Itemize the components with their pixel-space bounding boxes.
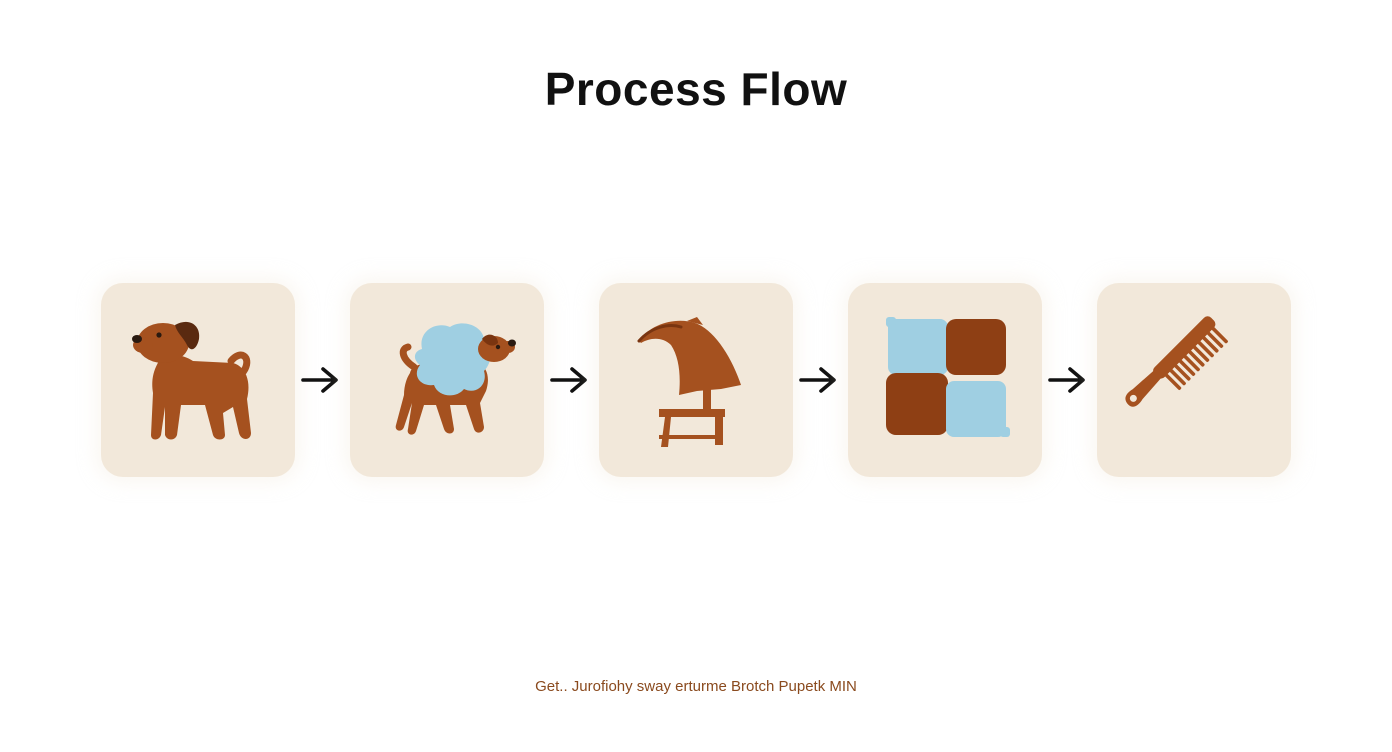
comb-tooth	[1192, 345, 1210, 362]
comb-tooth	[1169, 368, 1186, 386]
arrow-right-icon	[799, 363, 839, 397]
dryer-hood-icon	[637, 317, 741, 447]
comb-tooth	[1211, 326, 1228, 344]
step-5-card	[1097, 283, 1291, 477]
comb-tooth	[1164, 373, 1182, 390]
dog-icon	[132, 321, 251, 440]
comb-tooth	[1187, 349, 1205, 367]
step-3-card	[599, 283, 793, 477]
step-4-card	[848, 283, 1042, 477]
step-1-card	[101, 283, 295, 477]
comb-tooth	[1197, 340, 1214, 358]
arrow-right-icon	[1048, 363, 1088, 397]
arrow-right-icon	[301, 363, 341, 397]
comb-tooth	[1206, 331, 1224, 348]
dog-with-suds-icon	[395, 323, 516, 435]
comb-tooth	[1173, 363, 1191, 381]
process-flow	[101, 283, 1291, 477]
comb-tooth	[1183, 354, 1200, 372]
comb-tooth	[1178, 359, 1196, 376]
arrow-right-icon	[550, 363, 590, 397]
comb-icon	[1125, 316, 1228, 407]
page-title: Process Flow	[544, 63, 848, 115]
towel-squares-icon	[886, 317, 1010, 437]
step-2-card	[350, 283, 544, 477]
footer-caption: Get.. Jurofiohy sway erturme Brotch Pupe…	[535, 678, 857, 695]
comb-tooth	[1201, 335, 1219, 353]
